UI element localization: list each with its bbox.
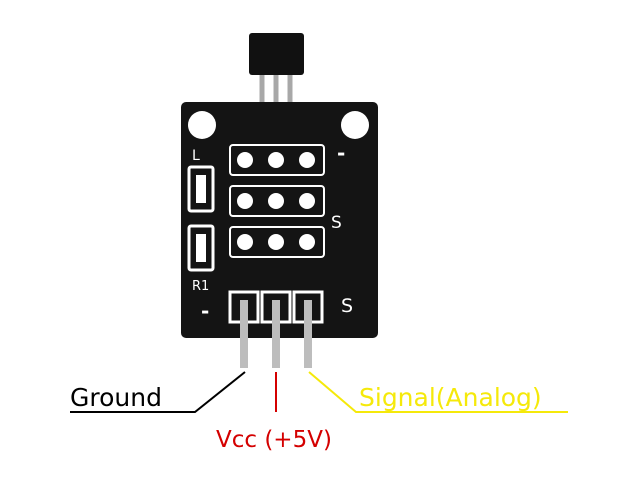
pad <box>237 152 253 168</box>
led-body <box>196 175 206 203</box>
output-pins <box>240 300 312 368</box>
pin-ground <box>240 300 248 368</box>
silk-led-label: L <box>192 148 200 164</box>
leader-lines <box>70 371 568 413</box>
silk-resistor-label: R1 <box>192 279 209 294</box>
pad <box>299 193 315 209</box>
resistor-component <box>187 224 215 272</box>
pad <box>268 152 284 168</box>
pad <box>299 152 315 168</box>
resistor-body <box>196 234 206 262</box>
sensor-body <box>249 33 304 75</box>
leader-line-ground <box>70 371 246 413</box>
pin-vcc <box>272 300 280 368</box>
silk-minus-bottom: - <box>201 299 209 323</box>
pad <box>268 193 284 209</box>
pin-signal <box>304 300 312 368</box>
label-ground: Ground <box>70 383 162 412</box>
header-outline-lower <box>229 226 325 258</box>
pcb-board: L R1 - S - S <box>181 102 378 338</box>
mounting-hole-left <box>188 111 216 139</box>
pad <box>299 234 315 250</box>
silk-s-bottom: S <box>341 295 353 317</box>
pad <box>237 234 253 250</box>
header-outline-top <box>229 144 325 176</box>
silk-minus-top: - <box>337 141 345 165</box>
label-vcc: Vcc (+5V) <box>216 427 332 453</box>
pad <box>237 193 253 209</box>
header-outline-middle <box>229 185 325 217</box>
led-component <box>187 165 215 213</box>
pad <box>268 234 284 250</box>
label-signal: Signal(Analog) <box>359 383 542 412</box>
silk-s-middle: S <box>331 213 342 233</box>
leader-line-signal <box>308 371 568 413</box>
mounting-hole-right <box>341 111 369 139</box>
